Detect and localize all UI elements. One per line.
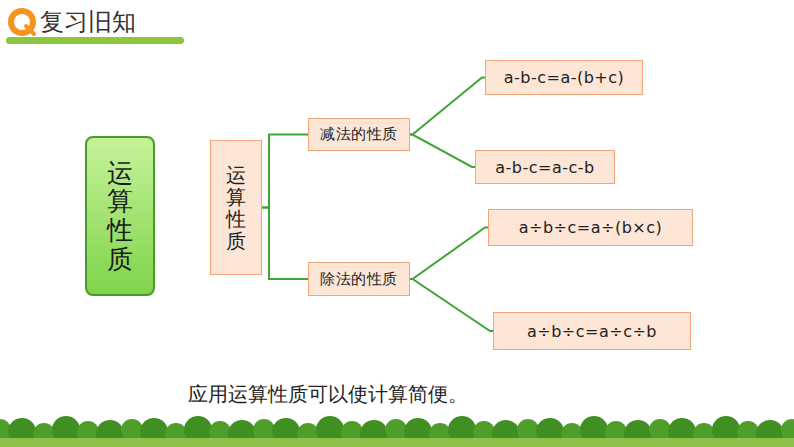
caption: 应用运算性质可以使计算简便。 [188,381,468,408]
box-label: a÷b÷c=a÷(b×c) [519,218,663,237]
branch-line [410,279,494,331]
formula-box: a-b-c=a-(b+c) [485,60,643,95]
vertical-label: 运算性质 [107,159,133,273]
category-box: 运算性质 [210,140,262,275]
branch-line [262,135,308,208]
box-label: a-b-c=a-(b+c) [504,68,625,87]
box-label: a÷b÷c=a÷c÷b [527,322,657,341]
grass [0,416,794,447]
page-title: 复习旧知 [40,6,136,38]
topic-box: 运算性质 [85,136,155,296]
branch-line [410,228,489,280]
property-box: 除法的性质 [308,262,410,296]
formula-box: a-b-c=a-c-b [475,150,615,184]
branch-line [410,78,486,135]
property-box: 减法的性质 [308,118,410,151]
box-label: 除法的性质 [320,270,398,289]
vertical-label: 运算性质 [226,164,246,252]
box-label: a-b-c=a-c-b [495,158,595,177]
branch-line [410,135,476,168]
box-label: 减法的性质 [320,125,398,144]
formula-box: a÷b÷c=a÷c÷b [493,312,691,350]
branch-line [262,208,308,280]
formula-box: a÷b÷c=a÷(b×c) [488,209,693,246]
